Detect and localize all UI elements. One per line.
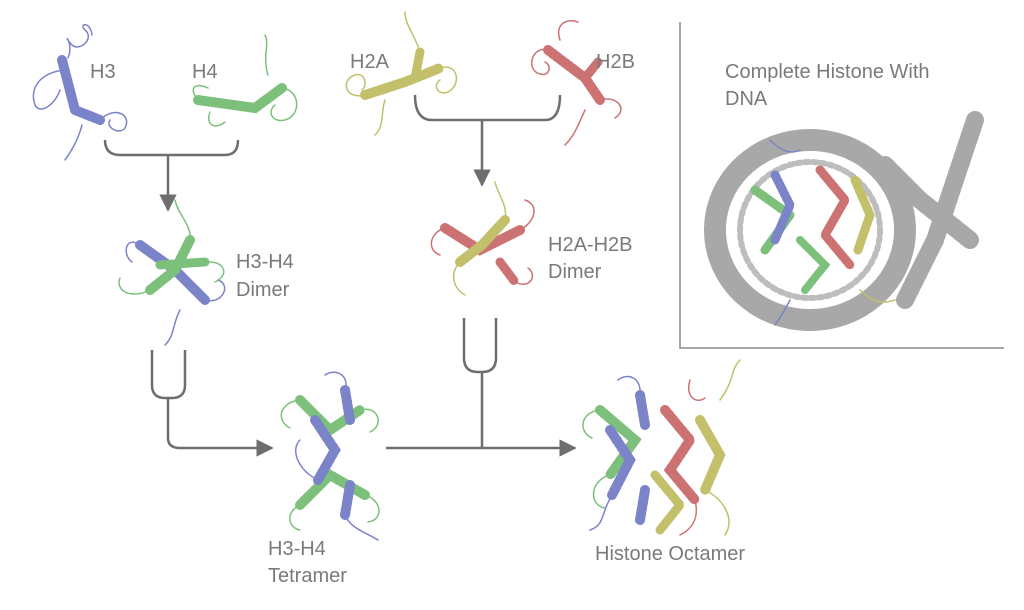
h3h4-dimer-split-connector [150,350,187,400]
h2b-protein [530,20,622,146]
label-h4: H4 [192,61,218,83]
nucleosome-with-dna [704,111,984,331]
label-h2ah2b-dimer-line1: H2A-H2B [548,234,632,256]
dna-wrap-outer [704,129,916,331]
label-h2a: H2A [350,51,390,73]
dna-exit-strand-2 [896,111,984,309]
tetramer-arrow [166,398,274,457]
assembly-arrows [103,94,577,457]
h2a-h2b-merge-connector [413,94,562,122]
label-h3h4-dimer-line2: Dimer [236,279,290,301]
h2a-h2b-dimer [430,181,535,296]
inset-frame [679,22,1004,349]
label-h3h4-dimer-line1: H3-H4 [236,251,294,273]
label-histone-octamer: Histone Octamer [595,543,745,565]
h2a-protein [345,11,458,136]
label-h2b: H2B [596,51,635,73]
h4-protein [192,34,298,127]
label-complete-line1: Complete Histone With [725,61,930,83]
dna-wrap-inner [737,159,883,301]
label-tetramer-line1: H3-H4 [268,538,326,560]
h3-h4-tetramer [280,371,380,541]
label-h3: H3 [90,61,116,83]
h3-h4-dimer [118,199,226,346]
histone-octamer [582,359,741,536]
label-complete-line2: DNA [725,88,768,110]
h3-protein [32,23,128,161]
label-tetramer-line2: Tetramer [268,565,347,587]
label-h2ah2b-dimer-line2: Dimer [548,261,602,283]
h2ah2b-dimer-split-connector [462,318,498,374]
h3-h4-merge-connector [103,139,240,157]
dna-exit-strand-1 [876,156,979,249]
